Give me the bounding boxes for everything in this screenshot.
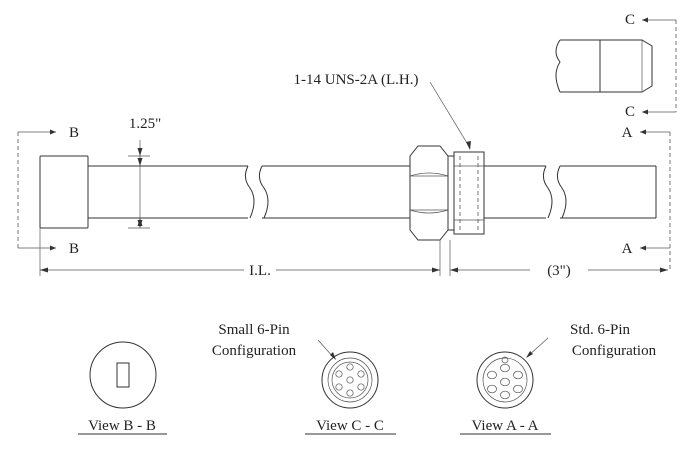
diameter-label: 1.25" [129, 116, 161, 132]
view-aa: Std. 6-Pin Configuration View A - A [460, 322, 657, 435]
small-pin-label-line1: Small 6-Pin [218, 322, 290, 338]
small-pin-label-line2: Configuration [212, 343, 297, 359]
insertion-length-label: I.L. [249, 263, 271, 279]
hex-nut [409, 145, 449, 241]
section-label-b-bottom: B [69, 241, 79, 257]
view-bb-label: View B - B [88, 418, 156, 434]
view-cc-label: View C - C [316, 418, 384, 434]
section-mark-b: B B [17, 125, 79, 257]
view-bb: View B - B [78, 341, 167, 435]
probe-assembly [39, 145, 657, 241]
section-label-c-top: C [625, 12, 635, 28]
thread-callout: 1-14 UNS-2A (L.H.) [294, 72, 471, 150]
section-label-c-bottom: C [625, 104, 635, 120]
section-label-a-bottom: A [622, 241, 633, 257]
std-pin-label-line2: Configuration [572, 343, 657, 359]
detail-connector-c [555, 39, 653, 93]
section-label-a-top: A [622, 125, 633, 141]
section-label-b-top: B [69, 125, 79, 141]
thread-fitting [453, 151, 485, 235]
view-cc: Small 6-Pin Configuration View C - C [212, 322, 396, 435]
diameter-dimension: 1.25" [128, 116, 161, 229]
view-aa-label: View A - A [471, 418, 538, 434]
thread-label: 1-14 UNS-2A (L.H.) [294, 72, 419, 88]
length-dimension: I.L. (3") [39, 228, 668, 279]
section-mark-c: C C [625, 12, 677, 120]
section-mark-a: A A [622, 125, 671, 270]
tip-length-label: (3") [547, 263, 571, 279]
head-cap [39, 155, 89, 229]
std-pin-label-line1: Std. 6-Pin [570, 322, 631, 338]
